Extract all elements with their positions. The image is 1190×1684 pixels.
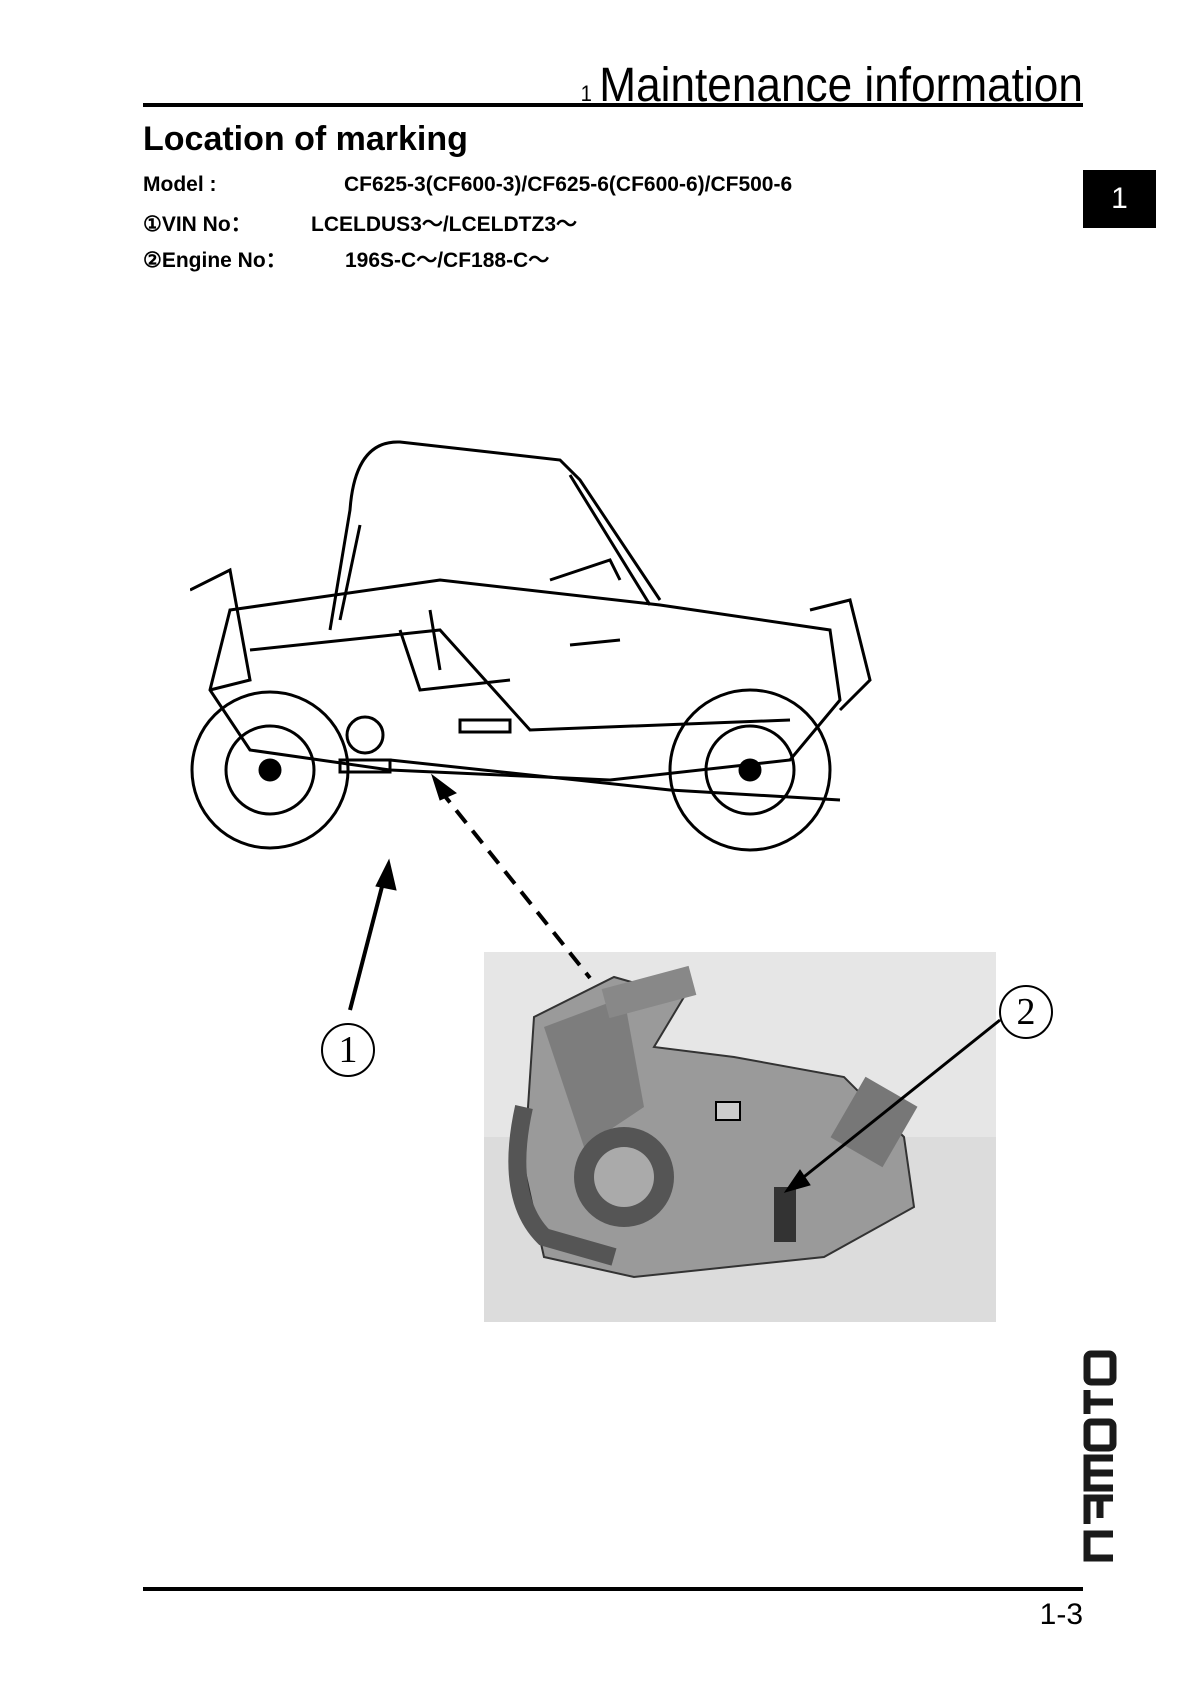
- page-number: 1-3: [1039, 1598, 1083, 1631]
- footer-rule: [143, 1587, 1083, 1591]
- callout-engine-number: 2: [1016, 991, 1036, 1033]
- arrow-head-dashed: [431, 773, 457, 801]
- header-rule: [143, 103, 1083, 107]
- section-title: Location of marking: [143, 120, 468, 158]
- chapter-tab: 1: [1083, 170, 1156, 228]
- vin-label: ①VIN No：: [143, 213, 252, 236]
- vin-row: ①VIN No： LCELDUS3～/LCELDTZ3～: [143, 208, 577, 238]
- vin-value: LCELDUS3～/LCELDTZ3～: [311, 213, 578, 236]
- chapter-title: Maintenance information: [599, 59, 1083, 112]
- model-row: Model : CF625-3(CF600-3)/CF625-6(CF600-6…: [143, 173, 792, 197]
- engine-label: ②Engine No：: [143, 249, 287, 272]
- cfmoto-logo: [1083, 1350, 1117, 1562]
- model-value: CF625-3(CF600-3)/CF625-6(CF600-6)/CF500-…: [344, 173, 793, 196]
- callout-circle-1: [321, 1023, 375, 1077]
- engine-value: 196S-C～/CF188-C～: [345, 249, 550, 272]
- callout-vin-number: 1: [338, 1029, 358, 1071]
- engine-illustration: [484, 952, 996, 1322]
- arrow-head-engine: [783, 1169, 811, 1193]
- model-label: Model :: [143, 173, 217, 196]
- callout-circle-2: [999, 985, 1053, 1039]
- arrow-head-vin: [375, 858, 397, 891]
- vehicle-illustration: [190, 440, 872, 852]
- chapter-number: 1: [580, 81, 593, 106]
- engine-row: ②Engine No： 196S-C～/CF188-C～: [143, 244, 549, 274]
